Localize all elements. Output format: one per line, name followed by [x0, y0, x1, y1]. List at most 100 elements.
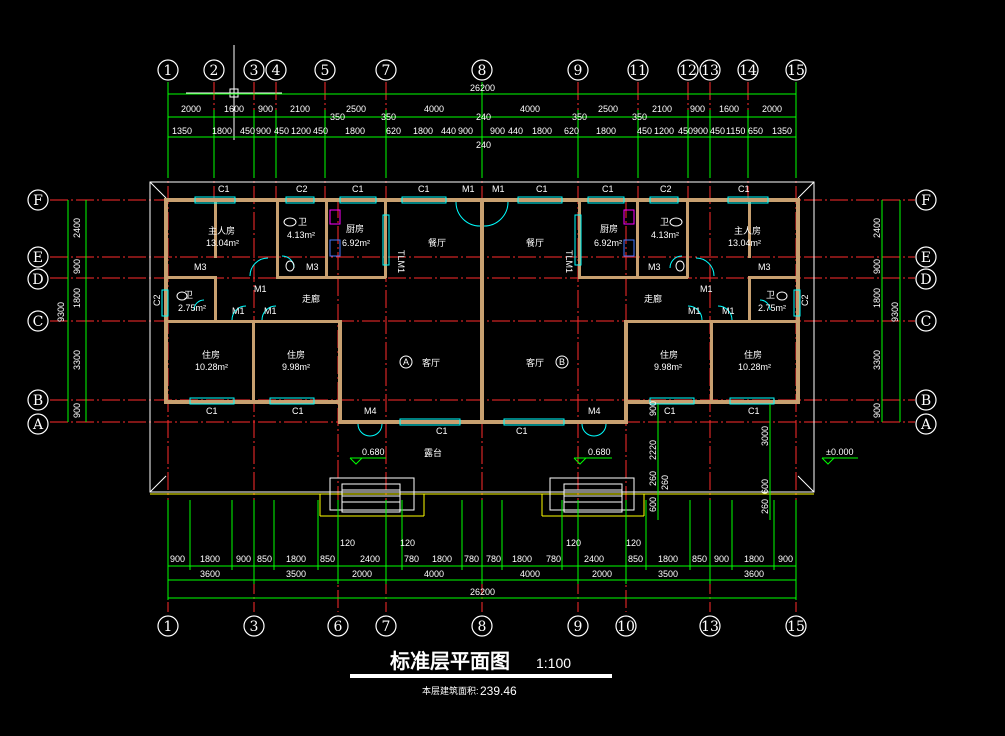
svg-text:3: 3 [250, 63, 259, 79]
svg-text:600: 600 [760, 479, 770, 494]
bottom-dimension-row-2: 3600 3500 2000 4000 4000 2000 3500 3600 [200, 569, 764, 579]
svg-text:2400: 2400 [584, 554, 604, 564]
svg-text:客厅: 客厅 [526, 357, 544, 368]
svg-text:C1: C1 [436, 426, 448, 436]
svg-text:900: 900 [693, 126, 708, 136]
svg-text:1800: 1800 [200, 554, 220, 564]
svg-text:600: 600 [648, 497, 658, 512]
svg-text:4000: 4000 [520, 569, 540, 579]
svg-text:M1: M1 [462, 184, 475, 194]
svg-text:350: 350 [330, 112, 345, 122]
drawing-title: 标准层平面图 [390, 649, 510, 673]
svg-text:餐厅: 餐厅 [526, 237, 544, 248]
svg-text:2.75m²: 2.75m² [758, 303, 786, 313]
svg-text:1: 1 [164, 63, 173, 79]
svg-text:120: 120 [626, 538, 641, 548]
svg-text:B: B [559, 357, 565, 367]
svg-text:850: 850 [320, 554, 335, 564]
svg-text:M1: M1 [264, 306, 277, 316]
svg-text:0.680: 0.680 [362, 447, 385, 457]
svg-text:6.92m²: 6.92m² [342, 238, 370, 248]
svg-text:客厅: 客厅 [422, 357, 440, 368]
svg-text:1800: 1800 [72, 288, 82, 308]
svg-text:D: D [32, 272, 43, 288]
svg-text:2400: 2400 [360, 554, 380, 564]
svg-text:13.04m²: 13.04m² [206, 238, 239, 248]
svg-text:M1: M1 [254, 284, 267, 294]
left-side-dimensions: 2400 900 1800 3300 900 9300 [56, 200, 87, 422]
svg-text:1800: 1800 [744, 554, 764, 564]
top-dimension-row-mid: 350 350 240 350 350 240 [330, 112, 647, 150]
svg-text:120: 120 [566, 538, 581, 548]
svg-text:M1: M1 [232, 306, 245, 316]
svg-text:M1: M1 [492, 184, 505, 194]
svg-text:13.04m²: 13.04m² [728, 238, 761, 248]
svg-text:900: 900 [778, 554, 793, 564]
svg-text:TLM1: TLM1 [396, 250, 406, 273]
svg-text:C2: C2 [296, 184, 308, 194]
bottom-dimension-120: 120 120 120 120 [340, 538, 641, 548]
svg-text:1800: 1800 [512, 554, 532, 564]
right-side-dimensions: 2400 900 1800 3300 900 9300 [872, 200, 901, 422]
cad-crosshair [186, 45, 282, 140]
svg-text:A: A [32, 417, 44, 433]
svg-text:9: 9 [574, 63, 583, 79]
svg-text:9300: 9300 [890, 302, 900, 322]
drawing-scale: 1:100 [536, 655, 571, 671]
svg-text:4000: 4000 [520, 104, 540, 114]
svg-text:卫: 卫 [298, 217, 307, 227]
svg-text:2500: 2500 [598, 104, 618, 114]
elevation-label: ±0.000 [826, 447, 853, 457]
svg-text:9.98m²: 9.98m² [282, 362, 310, 372]
svg-text:3: 3 [250, 619, 259, 635]
svg-text:住房: 住房 [202, 349, 220, 360]
svg-text:850: 850 [692, 554, 707, 564]
svg-text:9: 9 [574, 619, 583, 635]
svg-text:M3: M3 [648, 262, 661, 272]
svg-text:450: 450 [637, 126, 652, 136]
svg-text:440: 440 [508, 126, 523, 136]
svg-text:C1: C1 [602, 184, 614, 194]
room-master-left: 主人房 [208, 225, 235, 236]
svg-text:900: 900 [256, 126, 271, 136]
svg-text:M1: M1 [700, 284, 713, 294]
svg-text:C1: C1 [536, 184, 548, 194]
svg-text:850: 850 [628, 554, 643, 564]
svg-text:主人房: 主人房 [734, 225, 761, 236]
svg-text:1200: 1200 [654, 126, 674, 136]
right-local-dimensions: 900 2220 260 3000 600 260 260 600 [648, 401, 771, 520]
walls [164, 198, 800, 424]
top-dimension-lines [167, 82, 797, 178]
svg-text:3600: 3600 [200, 569, 220, 579]
area-label: 本层建筑面积: [422, 685, 479, 696]
svg-text:1800: 1800 [432, 554, 452, 564]
svg-text:走廊: 走廊 [302, 293, 320, 304]
svg-text:3300: 3300 [72, 350, 82, 370]
svg-text:TLM1: TLM1 [564, 250, 574, 273]
svg-text:住房: 住房 [744, 349, 762, 360]
svg-text:M3: M3 [758, 262, 771, 272]
svg-text:780: 780 [486, 554, 501, 564]
svg-text:260: 260 [760, 499, 770, 514]
svg-text:M3: M3 [306, 262, 319, 272]
svg-text:厨房: 厨房 [346, 223, 364, 234]
svg-text:15: 15 [787, 63, 805, 79]
svg-text:C1: C1 [418, 184, 430, 194]
top-axis-bubbles: 1 2 3 4 5 7 8 9 11 12 13 14 15 [157, 59, 807, 81]
svg-text:1800: 1800 [286, 554, 306, 564]
left-axis-bubbles: F E D C B A [27, 189, 49, 435]
svg-text:1350: 1350 [172, 126, 192, 136]
svg-text:露台: 露台 [424, 447, 442, 458]
svg-text:C1: C1 [738, 184, 750, 194]
area-value: 239.46 [480, 684, 517, 698]
svg-text:2.75m²: 2.75m² [178, 303, 206, 313]
svg-text:5: 5 [321, 63, 330, 79]
top-total-dim: 26200 [470, 83, 495, 93]
svg-text:2100: 2100 [652, 104, 672, 114]
svg-text:13: 13 [701, 63, 719, 79]
svg-text:M1: M1 [722, 306, 735, 316]
svg-text:3500: 3500 [658, 569, 678, 579]
svg-text:7: 7 [382, 63, 391, 79]
svg-text:2400: 2400 [872, 218, 882, 238]
